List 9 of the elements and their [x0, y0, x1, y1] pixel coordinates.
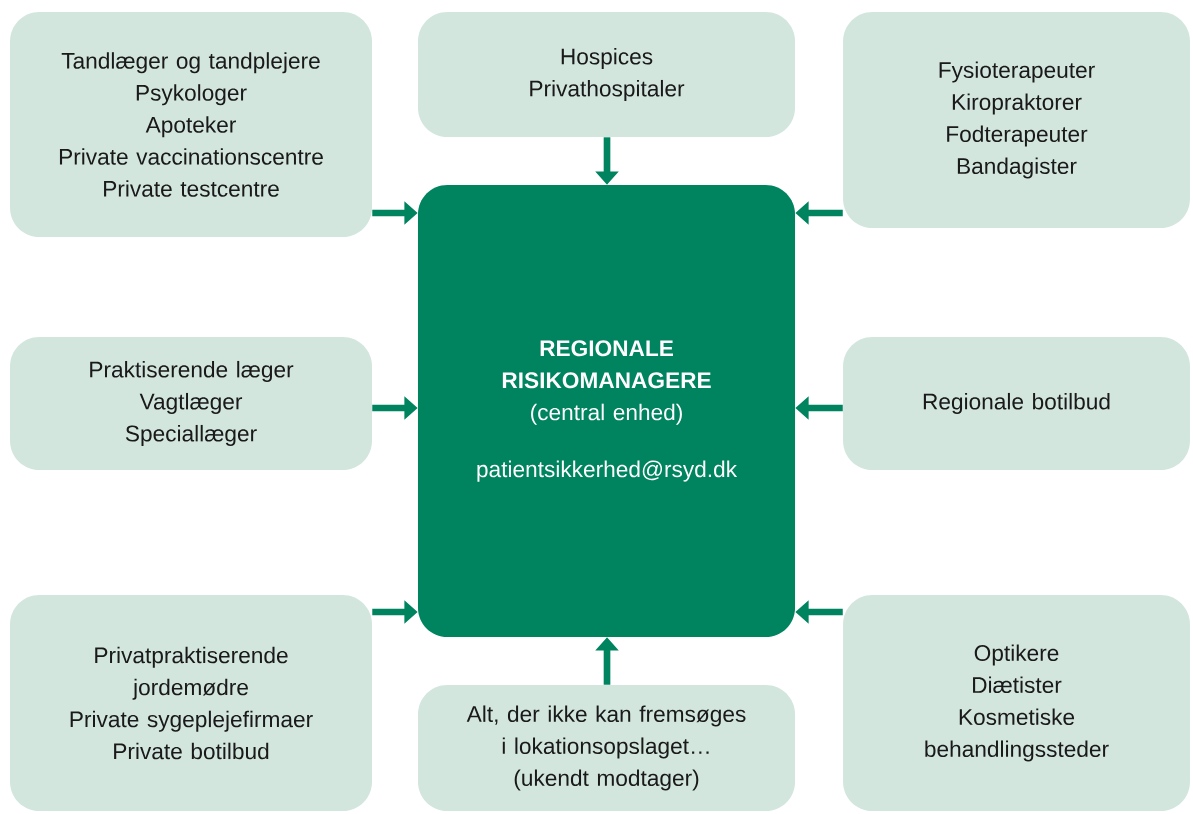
category-box: Alt, der ikke kan fremsøges i lokationsopslaget… (ukendt modtager)	[417, 685, 796, 811]
category-box: Regionale botilbud	[843, 336, 1190, 471]
central-box: REGIONALE RISIKOMANAGERE (central enhed) patientsikkerhed@rsyd.dk	[417, 185, 796, 637]
category-box: Tandlæger og tandplejere Psykologer Apoteker Private vaccinationscentre Private testcentre	[10, 11, 372, 238]
category-box: Hospices Privathospitaler	[417, 11, 796, 138]
category-box: Privatpraktiserende jordemødre Private sygeplejefirmaer Private botilbud	[10, 595, 372, 811]
category-box: Fysioterapeuter Kiropraktorer Fodterapeuter Bandagister	[843, 12, 1190, 228]
category-box: Praktiserende læger Vagtlæger Speciallæger	[10, 336, 372, 471]
category-box: Optikere Diætister Kosmetiske behandlingssteder	[843, 595, 1190, 811]
